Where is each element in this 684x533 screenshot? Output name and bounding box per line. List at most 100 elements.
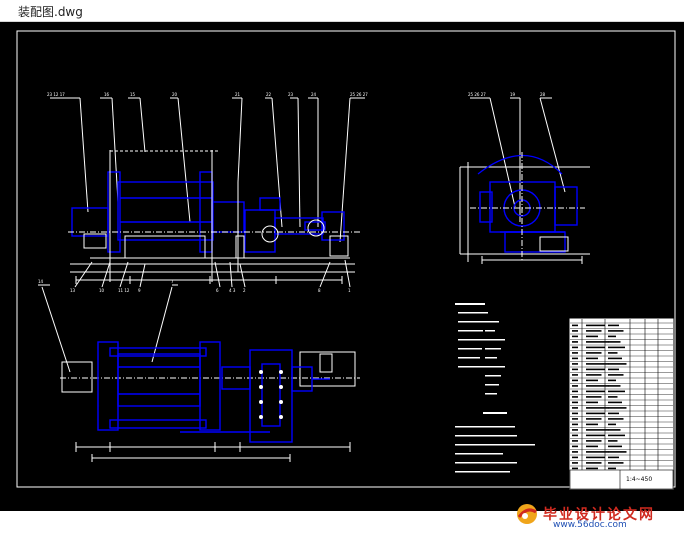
table-cell-mark	[608, 456, 619, 459]
svg-text:8: 8	[318, 288, 321, 293]
svg-text:7: 7	[171, 279, 174, 284]
svg-text:11 12: 11 12	[118, 288, 130, 293]
window-title: 装配图.dwg	[18, 5, 83, 19]
table-cell-mark	[572, 451, 578, 453]
table-cell-mark	[608, 451, 627, 453]
svg-text:19: 19	[510, 92, 516, 97]
table-cell-mark	[608, 341, 621, 343]
table-cell-mark	[572, 363, 578, 365]
table-cell-mark	[586, 341, 609, 343]
table-cell-mark	[572, 357, 578, 360]
table-cell-mark	[586, 352, 602, 354]
svg-text:16: 16	[104, 92, 110, 97]
top-view: 14 7	[38, 279, 360, 462]
table-cell-mark	[586, 374, 602, 376]
svg-text:20: 20	[172, 92, 178, 97]
table-cell-mark	[572, 330, 578, 332]
table-cell-mark	[608, 346, 625, 349]
table-cell-mark	[586, 451, 609, 453]
svg-text:13: 13	[70, 288, 76, 293]
svg-text:9: 9	[138, 288, 141, 293]
svg-text:24: 24	[311, 92, 317, 97]
table-cell-mark	[608, 467, 616, 470]
table-cell-mark	[608, 379, 616, 382]
table-cell-mark	[586, 324, 605, 327]
table-cell-mark	[586, 407, 609, 409]
drawing-frame	[16, 30, 676, 488]
table-cell-mark	[586, 385, 609, 387]
table-cell-mark	[586, 434, 605, 437]
svg-text:22: 22	[266, 92, 272, 97]
scale-note: 1:4~450	[626, 476, 652, 483]
table-cell-mark	[586, 418, 602, 420]
table-cell-mark	[586, 379, 598, 382]
table-cell-mark	[586, 390, 605, 393]
site-watermark: 毕业设计论文网 www.56doc.com	[515, 502, 684, 533]
table-cell-mark	[572, 434, 578, 437]
table-cell-mark	[572, 335, 578, 338]
svg-text:28: 28	[540, 92, 546, 97]
table-cell-mark	[608, 462, 624, 464]
table-cell-mark	[608, 423, 616, 426]
watermark-url: www.56doc.com	[553, 520, 627, 530]
table-cell-mark	[572, 385, 578, 387]
table-cell-mark	[608, 440, 618, 442]
table-cell-mark	[608, 401, 622, 404]
table-cell-mark	[572, 423, 578, 426]
table-cell-mark	[572, 324, 578, 327]
table-cell-mark	[586, 335, 598, 338]
table-cell-mark	[608, 412, 619, 415]
table-cell-mark	[608, 335, 616, 338]
svg-text:23: 23	[288, 92, 294, 97]
svg-text:21: 21	[235, 92, 241, 97]
table-cell-mark	[572, 368, 578, 371]
svg-text:10: 10	[99, 288, 105, 293]
table-cell-mark	[608, 374, 624, 376]
technical-notes	[455, 303, 535, 473]
table-cell-mark	[608, 445, 622, 448]
table-cell-mark	[608, 434, 625, 437]
table-cell-mark	[608, 396, 618, 398]
table-cell-mark	[572, 429, 578, 431]
table-cell-mark	[586, 346, 605, 349]
table-cell-mark	[608, 357, 622, 360]
table-cell-mark	[572, 407, 578, 409]
table-cell-mark	[586, 357, 598, 360]
svg-text:14: 14	[38, 279, 44, 284]
svg-text:25 26 27: 25 26 27	[468, 92, 486, 97]
table-cell-mark	[608, 429, 621, 431]
table-cell-mark	[572, 467, 578, 470]
svg-text:6: 6	[216, 288, 219, 293]
table-cell-mark	[572, 390, 578, 393]
table-cell-mark	[572, 341, 578, 343]
table-cell-mark	[572, 456, 578, 459]
table-cell-mark	[586, 440, 602, 442]
table-cell-mark	[586, 368, 605, 371]
table-cell-mark	[608, 324, 619, 327]
table-cell-mark	[586, 363, 609, 365]
svg-text:23 12 17: 23 12 17	[47, 92, 65, 97]
side-view: 25 26 27 19 28	[459, 92, 590, 264]
svg-text:25 26 27: 25 26 27	[350, 92, 368, 97]
table-cell-mark	[586, 330, 602, 332]
svg-text:1: 1	[348, 288, 351, 293]
table-cell-mark	[586, 429, 609, 431]
table-cell-mark	[572, 374, 578, 376]
table-cell-mark	[572, 418, 578, 420]
table-cell-mark	[586, 412, 605, 415]
table-cell-mark	[572, 401, 578, 404]
table-cell-mark	[572, 462, 578, 464]
watermark-logo-icon	[517, 504, 537, 524]
table-cell-mark	[586, 423, 598, 426]
table-cell-mark	[586, 462, 602, 464]
table-cell-mark	[608, 330, 624, 332]
table-cell-mark	[608, 363, 627, 365]
table-cell-mark	[572, 346, 578, 349]
svg-text:4 3: 4 3	[229, 288, 236, 293]
table-cell-mark	[608, 418, 624, 420]
table-cell-mark	[608, 385, 621, 387]
